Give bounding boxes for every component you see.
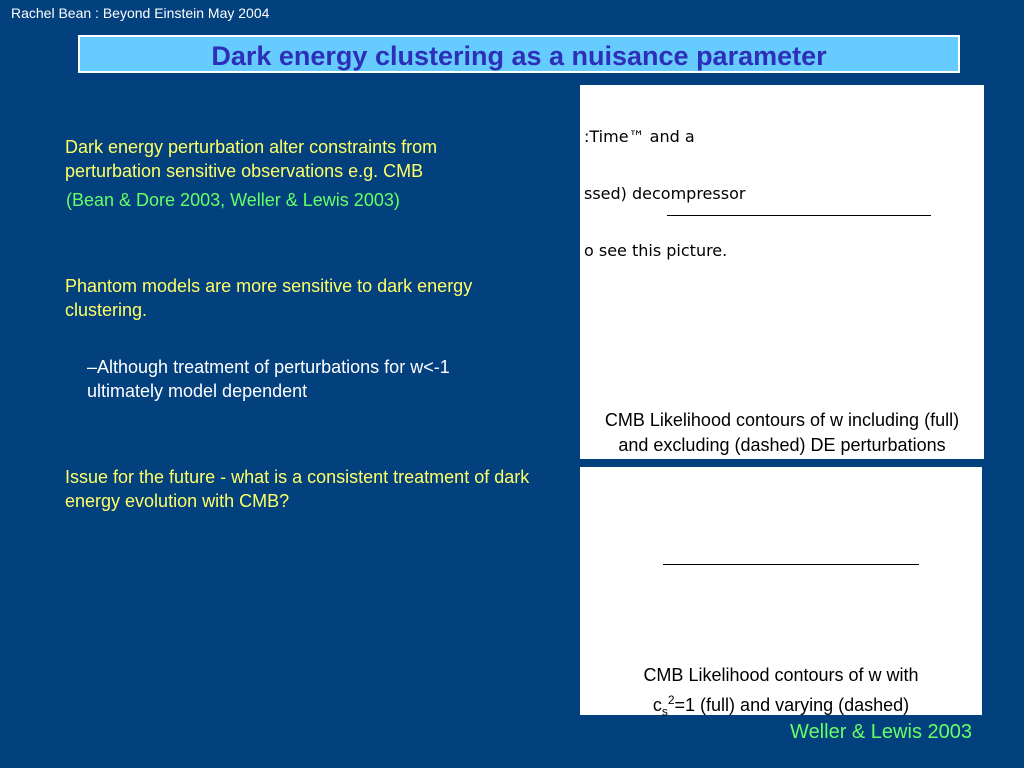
figure-rule bbox=[667, 215, 931, 216]
presenter-line: Rachel Bean : Beyond Einstein May 2004 bbox=[11, 5, 270, 21]
figure-rule bbox=[663, 564, 919, 565]
placeholder-line: ssed) decompressor bbox=[584, 184, 746, 203]
caption-line: CMB Likelihood contours of w with bbox=[643, 665, 919, 685]
citation: Weller & Lewis 2003 bbox=[790, 721, 972, 743]
bullet-text-1: Dark energy perturbation alter constrain… bbox=[65, 137, 438, 181]
bullet-item-3: Issue for the future - what is a consist… bbox=[33, 465, 543, 513]
figure-caption-1: CMB Likelihood contours of w including (… bbox=[580, 408, 984, 458]
caption-subscript: s bbox=[661, 704, 668, 719]
slide-title: Dark energy clustering as a nuisance par… bbox=[211, 41, 827, 71]
caption-line: CMB Likelihood contours of w including (… bbox=[604, 410, 960, 430]
sub-point: –Although treatment of perturbations for… bbox=[87, 357, 450, 401]
figure-panel-1: :Time™ and a ssed) decompressor o see th… bbox=[580, 85, 984, 459]
bullet-text-2: Phantom models are more sensitive to dar… bbox=[65, 276, 473, 320]
figure-panel-2: CMB Likelihood contours of w with cs2=1 … bbox=[580, 467, 982, 719]
placeholder-line: :Time™ and a bbox=[584, 127, 695, 146]
bullet-text-3: Issue for the future - what is a consist… bbox=[65, 467, 530, 511]
placeholder-line: o see this picture. bbox=[584, 241, 728, 260]
caption-line: and excluding (dashed) DE perturbations bbox=[618, 435, 946, 455]
reference-text: (Bean & Dore 2003, Weller & Lewis 2003) bbox=[66, 190, 400, 210]
title-box: Dark energy clustering as a nuisance par… bbox=[78, 35, 960, 73]
caption-superscript: 2 bbox=[667, 693, 675, 707]
caption-c: c bbox=[652, 695, 662, 715]
bullet-item-2: Phantom models are more sensitive to dar… bbox=[33, 274, 533, 322]
caption-rest: =1 (full) and varying (dashed) bbox=[674, 695, 910, 715]
caption-line: cs2=1 (full) and varying (dashed) bbox=[580, 688, 982, 725]
bullet-item-1: Dark energy perturbation alter constrain… bbox=[33, 135, 533, 183]
figure-caption-2: CMB Likelihood contours of w with cs2=1 … bbox=[580, 663, 982, 725]
image-placeholder-text: :Time™ and a ssed) decompressor o see th… bbox=[580, 89, 745, 298]
